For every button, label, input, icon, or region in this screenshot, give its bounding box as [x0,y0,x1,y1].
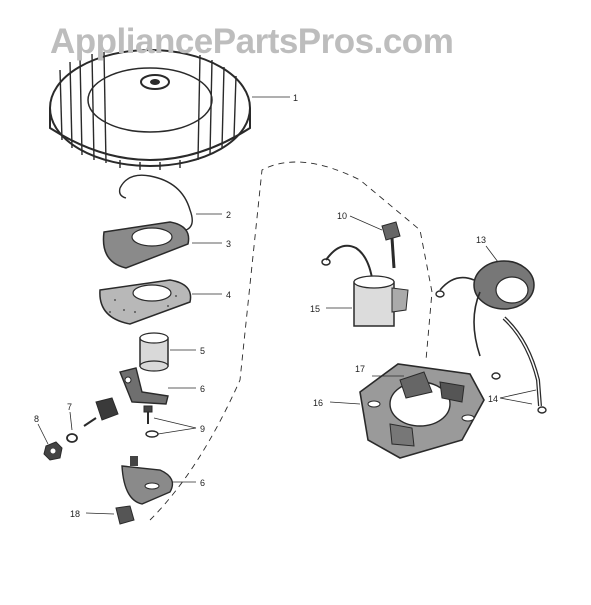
part-small-block [85,505,135,525]
callout-6-upper: 6 [200,384,205,394]
part-stator-plate [329,363,485,459]
part-washer [66,411,78,443]
part-cam-bushing [139,332,196,372]
part-condenser [321,244,409,327]
callout-14: 14 [488,394,498,404]
part-nut [37,423,63,461]
callout-2: 2 [226,210,231,220]
part-breaker-arm [119,367,196,405]
callout-17: 17 [355,364,365,374]
callout-5: 5 [200,346,205,356]
callout-15: 15 [310,304,320,314]
callout-10: 10 [337,211,347,221]
part-mounting-screw [349,215,401,269]
part-flywheel [49,49,290,170]
callout-6-lower: 6 [200,478,205,488]
part-cover-plate [102,221,222,269]
part-felt-pad [99,279,222,325]
callout-16: 16 [313,398,323,408]
callout-8: 8 [34,414,39,424]
part-screws [143,405,197,438]
callout-1: 1 [293,93,298,103]
part-lead-wires [491,316,547,414]
callout-7: 7 [67,402,72,412]
callout-4: 4 [226,290,231,300]
part-breaker-plate [121,456,196,505]
part-terminal-block [83,397,119,427]
callout-18: 18 [70,509,80,519]
group-boundary-line [149,161,433,521]
watermark-text: AppliancePartsPros.com [50,22,454,61]
callout-9: 9 [200,424,205,434]
callout-3: 3 [226,239,231,249]
part-ignition-coil [435,245,535,357]
callout-13: 13 [476,235,486,245]
part-spring-clip [118,174,222,231]
